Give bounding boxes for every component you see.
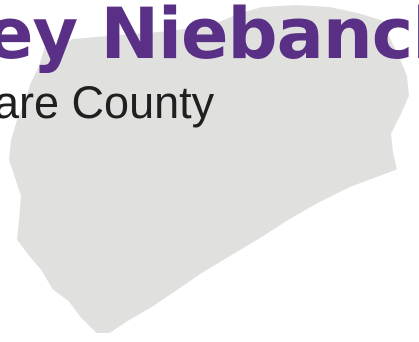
county-outline <box>7 3 411 335</box>
candidate-name: ey Niebanck <box>0 0 419 75</box>
county-name: are County <box>0 77 215 128</box>
